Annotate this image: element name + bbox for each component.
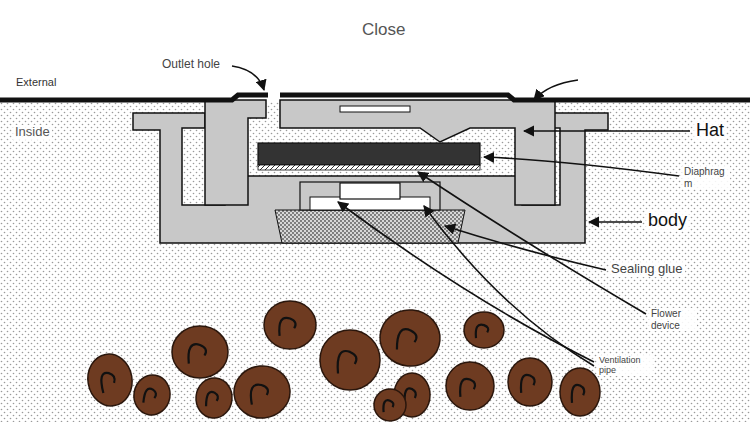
leader-surface bbox=[534, 80, 578, 100]
inside-label: Inside bbox=[13, 125, 52, 140]
flower-device bbox=[340, 183, 400, 199]
hat-left bbox=[205, 100, 266, 205]
part-label: Hat bbox=[694, 120, 726, 141]
leader-diaphragm bbox=[484, 157, 679, 176]
leader-body bbox=[589, 221, 642, 223]
coffee-beans bbox=[84, 301, 600, 421]
hat-groove bbox=[340, 106, 410, 112]
bean-shell bbox=[508, 358, 552, 406]
bean-shell bbox=[232, 364, 292, 421]
coffee-bean bbox=[508, 358, 552, 406]
part-label: Flower device bbox=[649, 308, 697, 331]
part-label: Sealing glue bbox=[609, 262, 685, 277]
diaphragm bbox=[258, 143, 480, 165]
coffee-bean bbox=[374, 389, 406, 421]
bean-shell bbox=[131, 372, 173, 418]
coffee-bean bbox=[446, 362, 494, 410]
part-label: Outlet hole bbox=[160, 58, 222, 72]
pedestal bbox=[300, 182, 440, 210]
bean-crease bbox=[250, 384, 269, 405]
bean-crease bbox=[188, 344, 205, 364]
leader-vent-2 bbox=[424, 206, 594, 366]
leader-glue bbox=[445, 226, 606, 270]
leader-hat bbox=[524, 130, 690, 132]
bean-shell bbox=[560, 368, 600, 416]
bean-shell bbox=[194, 377, 233, 420]
bean-crease bbox=[460, 379, 475, 397]
coffee-bean bbox=[194, 377, 233, 420]
leader-outlet bbox=[232, 66, 264, 90]
external-label: External bbox=[14, 76, 58, 89]
part-label: Diaphrag m bbox=[682, 166, 730, 189]
part-label: body bbox=[646, 210, 689, 231]
bean-crease bbox=[521, 375, 535, 393]
coffee-bean bbox=[232, 364, 292, 421]
coffee-bean bbox=[378, 307, 443, 368]
bean-shell bbox=[320, 330, 380, 390]
coffee-bean bbox=[172, 326, 228, 378]
bean-shell bbox=[84, 351, 136, 410]
bean-shell bbox=[378, 307, 443, 368]
coffee-bean bbox=[264, 301, 316, 349]
bean-crease bbox=[279, 318, 295, 336]
part-label: Ventilation pipe bbox=[597, 355, 653, 376]
bean-crease bbox=[476, 325, 488, 339]
bean-crease bbox=[206, 391, 219, 407]
diaphragm-seal bbox=[258, 165, 480, 170]
coffee-bean bbox=[560, 368, 600, 416]
bean-crease bbox=[143, 388, 157, 405]
bean-crease bbox=[383, 400, 393, 412]
diagram-title: Close bbox=[360, 20, 407, 40]
inside-ground bbox=[0, 102, 750, 422]
sealing-glue bbox=[275, 210, 465, 243]
leader-vent-1 bbox=[338, 202, 594, 362]
bean-shell bbox=[446, 362, 494, 410]
coffee-bean bbox=[320, 330, 380, 390]
bean-crease bbox=[572, 385, 584, 403]
bean-shell bbox=[172, 326, 228, 378]
bean-crease bbox=[100, 372, 117, 394]
surface-line bbox=[0, 95, 750, 100]
bean-crease bbox=[338, 351, 357, 374]
bean-shell bbox=[374, 389, 406, 421]
leader-lines bbox=[232, 66, 690, 366]
bean-shell bbox=[464, 312, 504, 348]
coffee-bean bbox=[84, 351, 136, 410]
coffee-bean bbox=[464, 312, 504, 348]
bean-crease bbox=[397, 329, 418, 352]
coffee-bean bbox=[131, 372, 173, 418]
bean-shell bbox=[264, 301, 316, 349]
